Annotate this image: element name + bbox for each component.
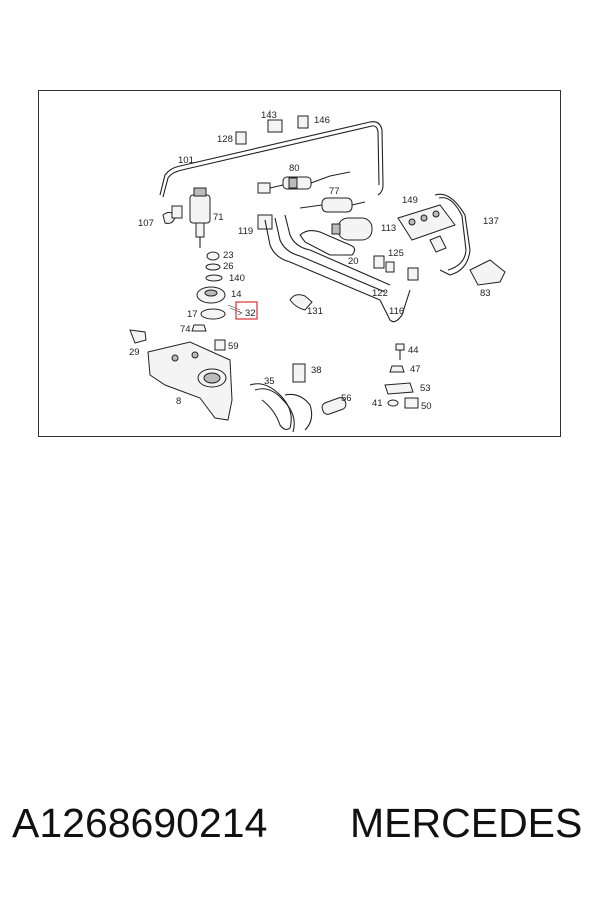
callout-137: 137 (483, 216, 499, 227)
callout-101: 101 (178, 155, 194, 166)
filter-80 (257, 171, 351, 194)
callout-59: 59 (228, 341, 239, 352)
callout-35: 35 (264, 376, 275, 387)
callout-143: 143 (261, 110, 277, 121)
callout-labels: 143 146 128 101 80 77 149 137 107 71 119… (129, 110, 499, 412)
part-125 (373, 255, 419, 281)
brand-name: MERCEDES (350, 800, 583, 846)
callout-83: 20 (348, 256, 359, 267)
callout-53: 53 (420, 383, 431, 394)
callout-140: 83 (480, 288, 491, 299)
callout-71: 71 (213, 212, 224, 223)
part-59 (214, 339, 226, 351)
bracket-140 (469, 259, 506, 286)
callout-80: 80 (289, 163, 300, 174)
callout-149: 149 (402, 195, 418, 206)
part-107 (162, 205, 183, 224)
accumulator-113 (331, 217, 373, 241)
callout-125: 125 (388, 248, 404, 259)
reservoir-8 (147, 341, 233, 421)
callout-32: 32 (245, 308, 256, 319)
connector-38 (292, 363, 306, 383)
line-83 (299, 229, 356, 256)
highlight-box (235, 301, 258, 320)
bolt-44 (395, 343, 405, 360)
valve-block-149 (397, 204, 456, 253)
part-74 (191, 324, 207, 332)
callout-131: 131 (307, 306, 323, 317)
callout-17: 17 (187, 309, 198, 320)
pipe-137 (434, 193, 471, 276)
callout-20: 140 (229, 273, 245, 284)
callout-38: 38 (311, 365, 322, 376)
callout-107: 107 (138, 218, 154, 229)
part-number: A1268690214 (12, 800, 268, 846)
callout-113: 113 (381, 223, 396, 234)
callout-122: 122 (372, 288, 388, 299)
callout-119: 119 (238, 226, 253, 237)
callout-146: 146 (314, 115, 330, 126)
callout-29: 29 (129, 347, 140, 358)
seal-23 (206, 251, 220, 261)
callout-128: 128 (217, 134, 233, 145)
callout-77: 77 (329, 186, 340, 197)
callout-47: 47 (410, 364, 421, 375)
part-116 (379, 289, 411, 323)
line-122 (264, 214, 391, 301)
part-143 (267, 110, 283, 133)
highlighted-callout-32[interactable]: 32 (235, 301, 258, 320)
harness-35 (249, 383, 313, 433)
ring-26 (205, 263, 221, 271)
caption: A1268690214 MERCEDES (12, 800, 592, 860)
ring-17 (200, 308, 226, 320)
part-146 (297, 115, 309, 129)
callout-56: 56 (341, 393, 352, 404)
plate-50 (404, 397, 419, 409)
callout-23: 23 (223, 250, 234, 261)
callout-44: 44 (408, 345, 419, 356)
filter-56 (321, 397, 347, 415)
pipe-101 (159, 121, 384, 198)
callout-8: 8 (176, 396, 181, 407)
fuel-filter-77 (299, 197, 366, 213)
washer-41 (387, 399, 399, 407)
callout-41: 41 (372, 398, 383, 409)
callout-116: 116 (389, 306, 404, 317)
part-128 (235, 131, 247, 145)
callout-50: 50 (421, 401, 432, 412)
callout-74: 74 (180, 324, 191, 335)
clip-47 (389, 365, 405, 373)
callout-26: 26 (223, 261, 234, 272)
pump-71 (189, 187, 211, 248)
clip-131 (289, 294, 313, 311)
ring-20 (205, 274, 223, 282)
callout-14: 14 (231, 289, 242, 300)
plate-53 (384, 382, 414, 395)
bolt-29 (129, 329, 147, 344)
pump-14 (196, 286, 226, 304)
